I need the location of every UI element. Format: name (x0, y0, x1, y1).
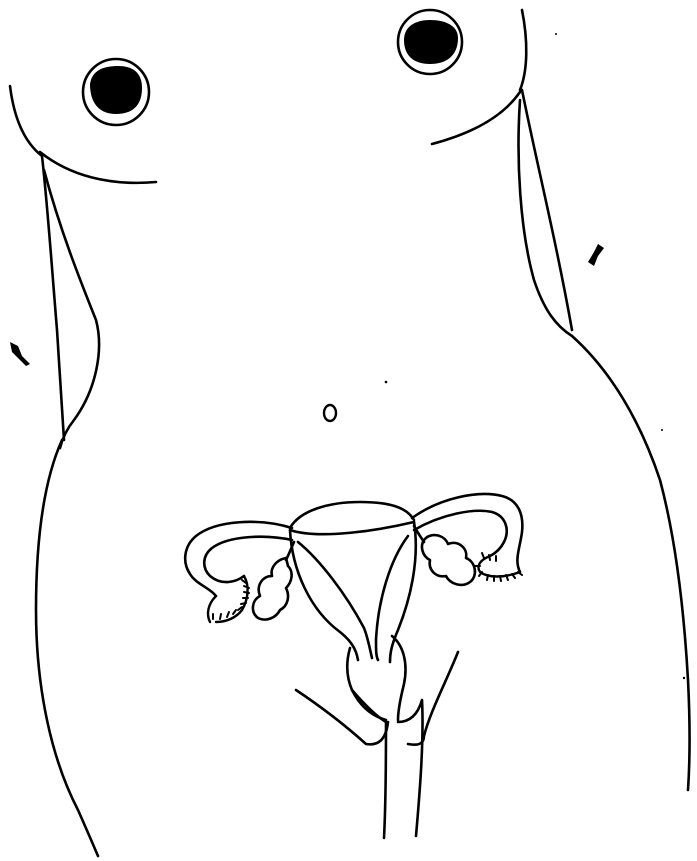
cervix-right (392, 636, 406, 720)
cervix (347, 648, 386, 720)
left-fallopian-tube-upper (185, 522, 292, 596)
left-ovary (253, 558, 292, 620)
left-side-contour (36, 440, 98, 856)
right-ovary (422, 535, 475, 585)
left-nipple (90, 66, 142, 114)
right-breast (398, 10, 462, 74)
right-shoulder-line (520, 10, 526, 90)
right-arm-line-outer (522, 90, 572, 330)
uterine-cavity-left (298, 542, 372, 658)
left-arm-line-inner (44, 170, 99, 448)
left-breast-contour (40, 152, 156, 183)
left-fimbriae-fringe (213, 580, 249, 619)
left-breast (83, 59, 149, 125)
left-shoulder-line (10, 86, 42, 156)
right-mark (588, 244, 604, 266)
right-side-contour (572, 336, 690, 790)
uterine-cavity-right (376, 536, 408, 660)
uterus-body-top-line (290, 522, 414, 534)
right-fallopian-tube-lower (414, 511, 507, 556)
vagina-right-wall (398, 700, 423, 836)
uterus-group (185, 494, 522, 838)
left-mark (10, 342, 30, 366)
right-arm-line-inner (519, 100, 572, 336)
right-nipple (404, 20, 458, 64)
vagina-bottom-left (296, 690, 388, 744)
right-fimbriae (478, 556, 520, 577)
navel (324, 405, 336, 421)
vagina-bottom-right (408, 652, 458, 745)
uterus-left-wall (290, 530, 358, 660)
uterus-fundus (290, 502, 414, 528)
scan-speckles (385, 33, 686, 679)
right-breast-contour (432, 92, 520, 144)
